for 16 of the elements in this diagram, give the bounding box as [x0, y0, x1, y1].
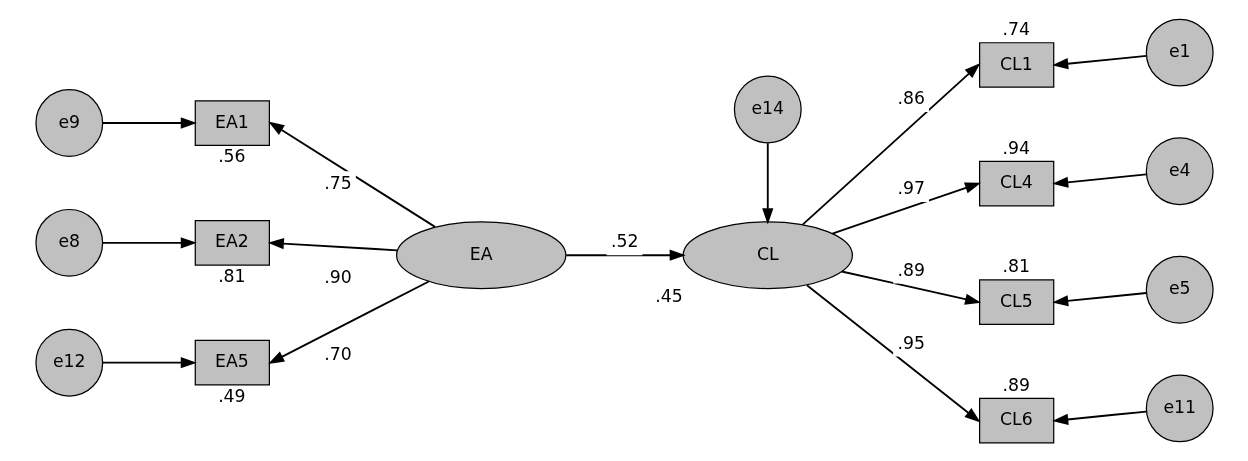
- node-label: .81: [1001, 256, 1030, 277]
- edge-label: .95: [896, 332, 925, 353]
- edge-label: .52: [610, 231, 638, 252]
- node-label: .49: [217, 385, 246, 406]
- node-label: .94: [1001, 137, 1030, 158]
- node-label: .81: [217, 266, 246, 287]
- edge-label: .75: [323, 173, 352, 194]
- node-label: .89: [1001, 374, 1030, 395]
- edge-label: .86: [896, 88, 925, 109]
- node-label: .74: [1001, 18, 1030, 39]
- node-label: .45: [654, 286, 683, 307]
- edge-label: .89: [896, 259, 925, 280]
- node-label: .56: [217, 146, 246, 167]
- edge-label: .90: [323, 267, 352, 288]
- edge-label: .70: [323, 343, 352, 364]
- edge-label: .97: [896, 178, 925, 199]
